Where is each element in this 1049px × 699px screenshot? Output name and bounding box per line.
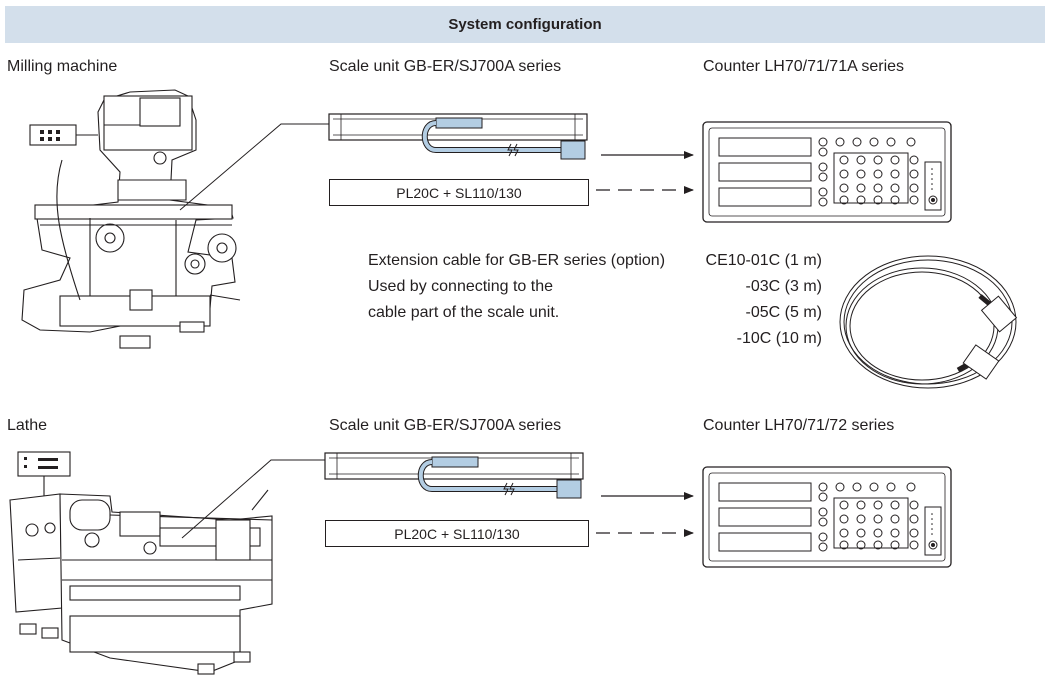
extension-text: Extension cable for GB-ER series (option… xyxy=(368,248,665,326)
extension-cable-illustration xyxy=(839,255,1018,389)
extension-line-3: cable part of the scale unit. xyxy=(368,304,560,321)
extension-model-1: CE10-01C (1 m) xyxy=(705,252,822,269)
pl20c-box-1: PL20C + SL110/130 xyxy=(329,179,589,206)
scale-unit-1 xyxy=(329,114,587,159)
header-bar: System configuration xyxy=(5,6,1045,43)
milling-machine-illustration xyxy=(21,89,241,349)
extension-model-3: -05C (5 m) xyxy=(745,304,822,321)
page-title: System configuration xyxy=(448,16,602,33)
scale-unit-label-1: Scale unit GB-ER/SJ700A series xyxy=(329,58,562,75)
lathe-illustration xyxy=(9,451,273,675)
milling-machine-label: Milling machine xyxy=(7,58,118,75)
extension-model-2: -03C (3 m) xyxy=(745,278,822,295)
extension-line-1: Extension cable for GB-ER series (option… xyxy=(368,252,666,269)
lathe-label: Lathe xyxy=(7,417,48,434)
pl20c-box-2: PL20C + SL110/130 xyxy=(325,520,589,547)
counter-label-1: Counter LH70/71/71A series xyxy=(703,58,905,75)
counter-unit-2 xyxy=(702,466,952,568)
extension-model-4: -10C (10 m) xyxy=(736,330,822,347)
pl20c-label-1: PL20C + SL110/130 xyxy=(396,184,522,201)
extension-models: CE10-01C (1 m) -03C (3 m) -05C (5 m) -10… xyxy=(690,248,822,352)
counter-unit-1 xyxy=(702,121,952,223)
extension-line-2: Used by connecting to the xyxy=(368,278,554,295)
counter-label-2: Counter LH70/71/72 series xyxy=(703,417,895,434)
pl20c-label-2: PL20C + SL110/130 xyxy=(394,525,520,542)
scale-unit-2 xyxy=(325,453,583,498)
scale-unit-label-2: Scale unit GB-ER/SJ700A series xyxy=(329,417,562,434)
